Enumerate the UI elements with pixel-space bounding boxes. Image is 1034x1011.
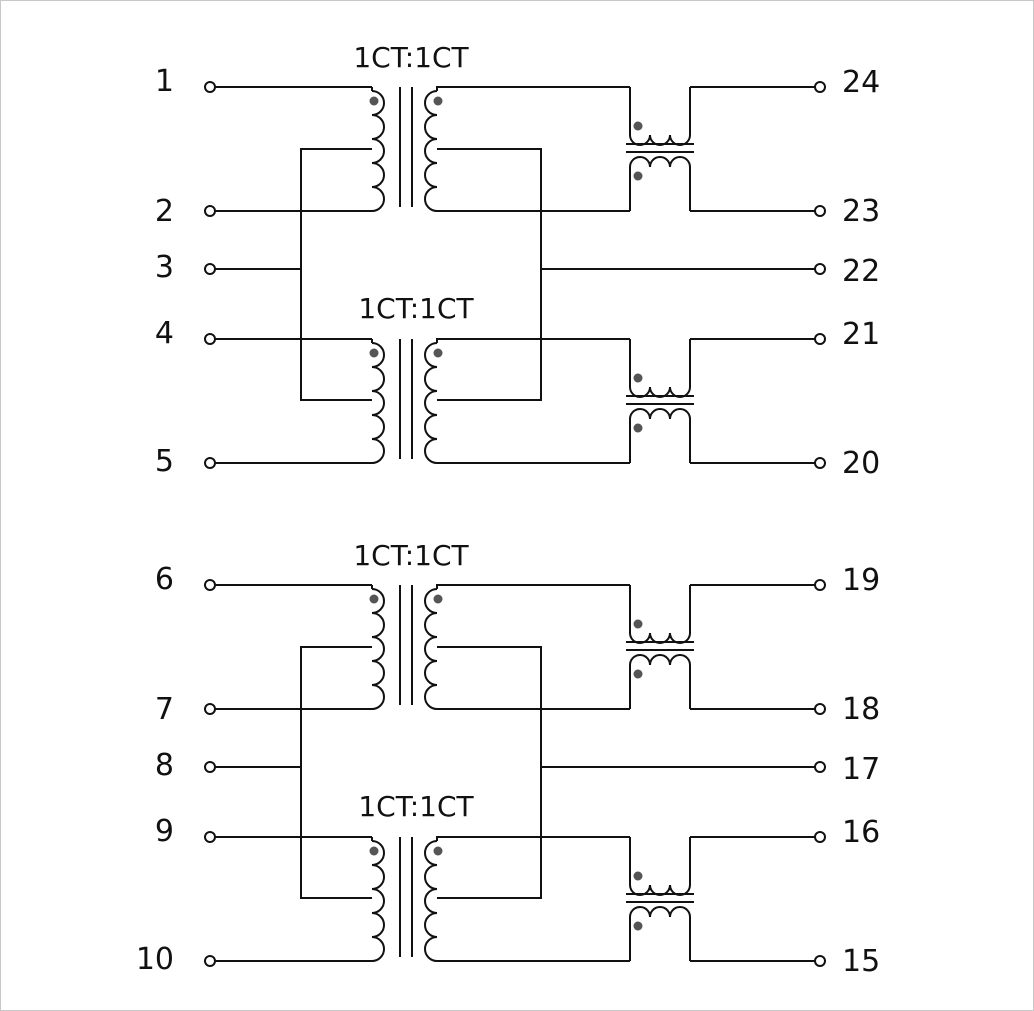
pin-terminal (814, 205, 826, 217)
polarity-dot (369, 348, 379, 358)
pin-terminal (814, 81, 826, 93)
pin-terminal (814, 333, 826, 345)
primary-winding (371, 840, 385, 962)
pin-terminal (204, 703, 216, 715)
secondary-wire (436, 338, 630, 343)
pin-label-left: 6 (155, 562, 174, 597)
polarity-dot (433, 846, 443, 856)
secondary-wire (436, 584, 630, 589)
pin-label-left: 9 (155, 814, 174, 849)
secondary-winding (424, 342, 438, 464)
polarity-dot (369, 846, 379, 856)
secondary-winding (424, 840, 438, 962)
pin-terminal (814, 703, 826, 715)
pin-label-right: 20 (842, 446, 880, 481)
turns-ratio-label: 1CT:1CT (353, 539, 469, 572)
pin-label-left: 8 (155, 748, 174, 783)
center-tap-bus (437, 148, 542, 401)
pin-label-right: 19 (842, 563, 880, 598)
pin-label-left: 2 (155, 194, 174, 229)
secondary-wire (436, 836, 630, 841)
pin-terminal (204, 457, 216, 469)
pin-terminal (204, 205, 216, 217)
polarity-dot (433, 96, 443, 106)
pin-terminal (814, 263, 826, 275)
pin-label-right: 24 (842, 65, 880, 100)
pin-terminal (204, 831, 216, 843)
pin-label-right: 21 (842, 317, 880, 352)
center-tap-bus (300, 148, 372, 401)
transformer-unit-2: 1CT:1CT 1CT:1CT 6 7 8 9 10 19 18 17 16 15 (136, 539, 880, 979)
primary-winding (371, 342, 385, 464)
secondary-winding (424, 588, 438, 710)
pin-terminal (204, 333, 216, 345)
pin-terminal (814, 955, 826, 967)
turns-ratio-label: 1CT:1CT (353, 41, 469, 74)
center-tap-bus (300, 646, 372, 899)
polarity-dot (633, 619, 643, 629)
polarity-dot (633, 871, 643, 881)
pin-terminal (814, 831, 826, 843)
pin-label-right: 15 (842, 944, 880, 979)
pin-label-right: 18 (842, 692, 880, 727)
polarity-dot (633, 669, 643, 679)
polarity-dot (633, 171, 643, 181)
pin-terminal (204, 761, 216, 773)
choke-winding (629, 156, 691, 168)
polarity-dot (633, 121, 643, 131)
pin-terminal (204, 579, 216, 591)
secondary-winding (424, 90, 438, 212)
pin-label-right: 16 (842, 815, 880, 850)
pin-label-right: 17 (842, 752, 880, 787)
pin-label-left: 3 (155, 250, 174, 285)
pin-terminal (204, 955, 216, 967)
choke-winding (629, 906, 691, 918)
polarity-dot (369, 594, 379, 604)
primary-winding (371, 90, 385, 212)
polarity-dot (633, 373, 643, 383)
polarity-dot (433, 348, 443, 358)
pin-terminal (814, 457, 826, 469)
center-tap-bus (437, 646, 542, 899)
polarity-dot (633, 423, 643, 433)
polarity-dot (433, 594, 443, 604)
polarity-dot (633, 921, 643, 931)
pin-label-right: 23 (842, 194, 880, 229)
pin-label-left: 1 (155, 64, 174, 99)
pin-label-left: 10 (136, 942, 174, 977)
pin-label-left: 5 (155, 444, 174, 479)
turns-ratio-label: 1CT:1CT (358, 292, 474, 325)
pin-label-left: 7 (155, 692, 174, 727)
choke-winding (629, 408, 691, 420)
pin-terminal (814, 579, 826, 591)
pin-label-right: 22 (842, 254, 880, 289)
choke-winding (629, 654, 691, 666)
turns-ratio-label: 1CT:1CT (358, 790, 474, 823)
secondary-wire (436, 86, 630, 91)
pin-terminal (204, 81, 216, 93)
pin-terminal (814, 761, 826, 773)
pin-label-left: 4 (155, 316, 174, 351)
primary-winding (371, 588, 385, 710)
polarity-dot (369, 96, 379, 106)
pin-terminal (204, 263, 216, 275)
